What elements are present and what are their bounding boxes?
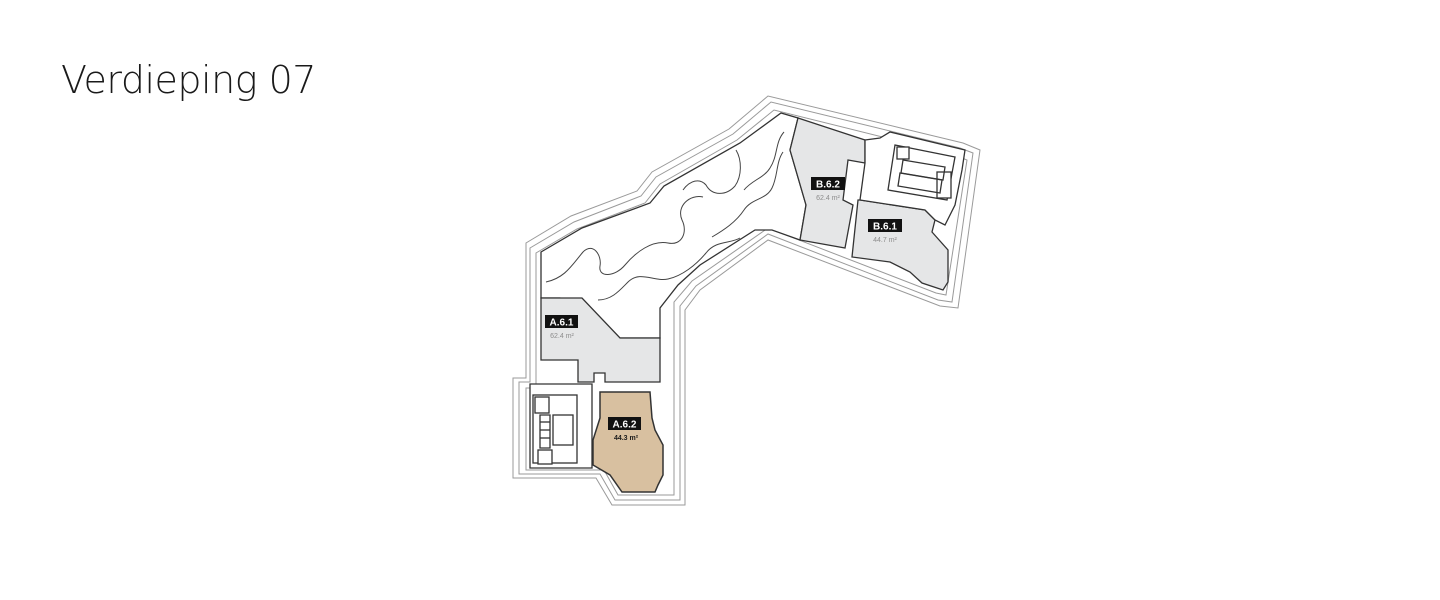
unit-label-b61: B.6.1 44.7 m² xyxy=(868,219,902,244)
unit-badge-b62 xyxy=(811,177,845,190)
page-title: Verdieping 07 xyxy=(61,58,316,102)
unit-label-a62: A.6.2 44.3 m² xyxy=(608,417,641,442)
building-outline xyxy=(512,95,981,506)
unit-area-b62: 62.4 m² xyxy=(816,195,840,202)
core-b-stairs xyxy=(859,131,966,226)
unit-a62[interactable] xyxy=(592,391,664,493)
unit-id-b62: B.6.2 xyxy=(816,180,840,191)
unit-label-a61: A.6.1 62.4 m² xyxy=(545,315,578,340)
unit-id-a62: A.6.2 xyxy=(613,420,637,431)
core-a-stairs xyxy=(529,383,593,469)
unit-badge-b61 xyxy=(868,219,902,232)
unit-area-a62: 44.3 m² xyxy=(614,435,639,442)
unit-id-a61: A.6.1 xyxy=(550,318,574,329)
garden-planting xyxy=(545,131,785,301)
unit-area-b61: 44.7 m² xyxy=(873,237,897,244)
unit-badge-a62 xyxy=(608,417,641,430)
unit-id-b61: B.6.1 xyxy=(873,222,897,233)
unit-area-a61: 62.4 m² xyxy=(550,333,574,340)
unit-badge-a61 xyxy=(545,315,578,328)
unit-label-b62: B.6.2 62.4 m² xyxy=(811,177,845,202)
